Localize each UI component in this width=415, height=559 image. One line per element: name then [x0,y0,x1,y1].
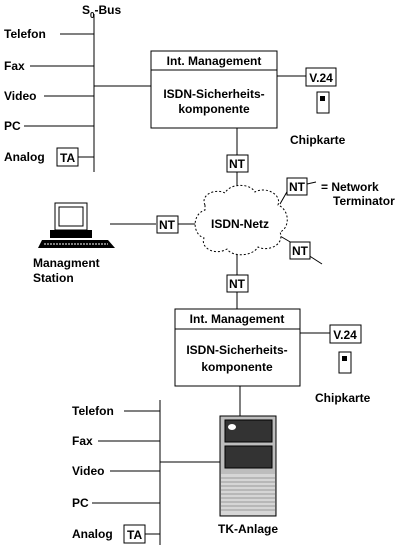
svg-text:NT: NT [159,218,176,232]
top-ta-box [56,147,79,167]
top-security-component [150,50,278,129]
top-ta-label: TA [60,151,75,165]
bottom-ta-label: TA [127,528,142,542]
top-component-line2: komponente [178,102,250,116]
bottom-component-line2: komponente [201,360,273,374]
nt-legend-line1: = Network [321,180,379,194]
nt-box-right: NT [289,241,311,260]
svg-text:NT: NT [229,157,246,171]
bottom-device-telefon: Telefon [72,404,114,418]
bottom-component-line1: ISDN-Sicherheits- [186,343,287,357]
bottom-security-component [174,308,301,387]
isdn-network-label: ISDN-Netz [211,217,269,231]
bottom-ta-box [123,524,146,544]
bottom-device-pc: PC [72,496,89,510]
bottom-device-analog: Analog [72,527,113,541]
top-component-line1: ISDN-Sicherheits- [163,87,264,101]
svg-text:NT: NT [292,244,309,258]
top-device-telefon: Telefon [4,27,46,41]
top-chipcard-label: Chipkarte [290,133,346,147]
pbx-label: TK-Anlage [218,522,278,536]
top-v24-label: V.24 [309,71,333,85]
isdn-network-cloud [194,184,288,256]
bottom-chipcard-label: Chipkarte [315,391,371,405]
nt-box-upper-right: NT [286,177,308,196]
top-device-video: Video [4,89,36,103]
management-station-line2: Station [33,271,74,285]
svg-text:NT: NT [229,277,246,291]
nt-legend-line2: Terminator [333,194,395,208]
top-device-analog: Analog [4,150,45,164]
top-device-pc: PC [4,119,21,133]
s0-bus-label: S0-Bus [82,3,121,20]
bottom-v24-box [329,324,362,344]
bottom-component-header: Int. Management [190,312,285,326]
bottom-v24-label: V.24 [333,328,357,342]
top-component-header: Int. Management [167,54,262,68]
top-device-fax: Fax [4,59,25,73]
bottom-chipcard-icon [338,351,352,374]
management-station-icon [38,202,115,248]
pbx-cabinet-icon [219,415,277,517]
top-chipcard-icon [316,91,330,114]
top-v24-box [305,67,337,87]
nt-box-left: NT [156,215,179,234]
management-station-line1: Managment [33,256,100,270]
nt-box-bottom: NT [226,274,249,293]
bottom-device-video: Video [72,464,104,478]
nt-box-top: NT [226,154,249,173]
svg-text:NT: NT [289,180,306,194]
bottom-device-fax: Fax [72,434,93,448]
